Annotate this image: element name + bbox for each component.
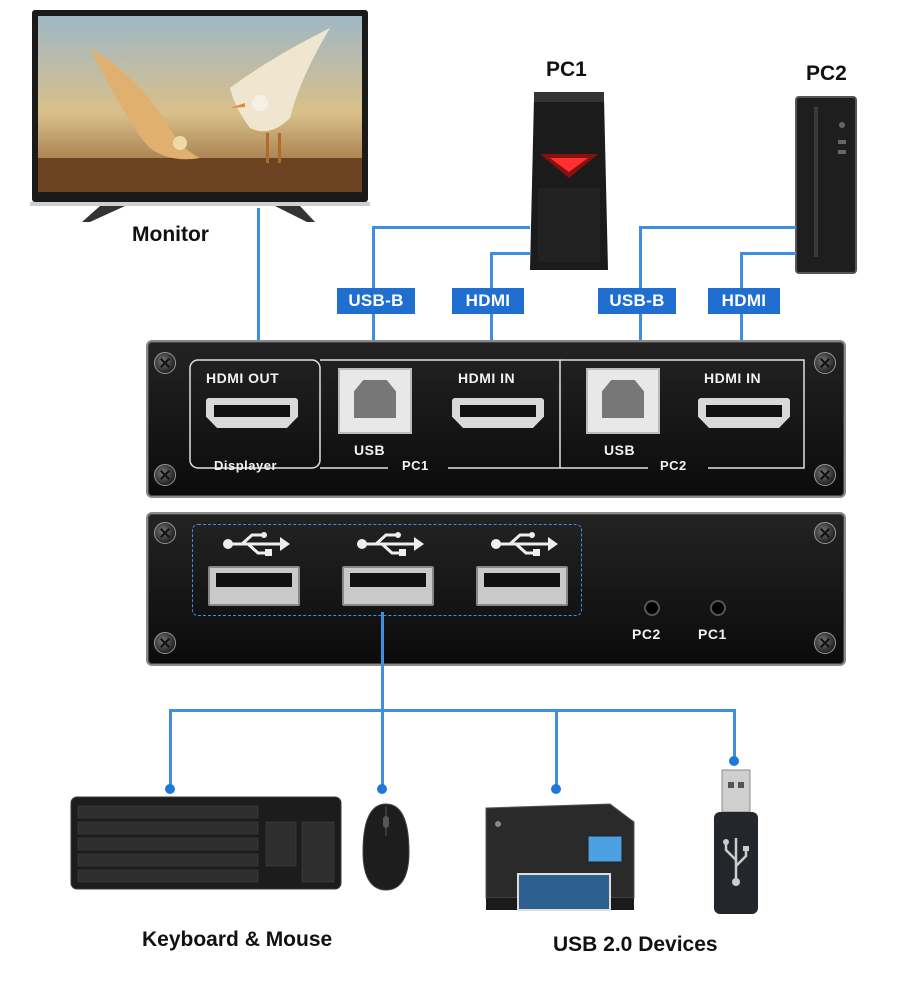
panel-group-outlines bbox=[189, 359, 805, 469]
displayer-label: Displayer bbox=[214, 458, 278, 473]
keyboard-connector-dot bbox=[165, 784, 175, 794]
pc1-group-label: PC1 bbox=[402, 458, 429, 473]
usb-hub-group bbox=[192, 524, 582, 616]
printer-connector-dot bbox=[551, 784, 561, 794]
pc1-label: PC1 bbox=[546, 58, 587, 81]
mouse bbox=[361, 802, 411, 892]
pc1-hdmi-in-port bbox=[452, 398, 544, 428]
usb-flash-drive bbox=[712, 768, 760, 916]
keyboard bbox=[70, 796, 342, 890]
pc1-led-label: PC1 bbox=[698, 626, 727, 642]
usb-drive-connector-dot bbox=[729, 756, 739, 766]
usb-icon bbox=[491, 532, 558, 556]
usb-devices-label: USB 2.0 Devices bbox=[553, 933, 718, 956]
pc1-tower bbox=[528, 88, 610, 274]
wire-monitor bbox=[257, 208, 260, 360]
screw-icon bbox=[814, 632, 836, 654]
tag-pc1-hdmi: HDMI bbox=[452, 288, 524, 314]
hdmi-out-label: HDMI OUT bbox=[206, 370, 280, 386]
screw-icon bbox=[154, 522, 176, 544]
screw-icon bbox=[154, 352, 176, 374]
pc2-usb-label: USB bbox=[604, 442, 636, 458]
usb-a-port-3 bbox=[476, 566, 568, 606]
keyboard-mouse-label: Keyboard & Mouse bbox=[142, 928, 333, 951]
wire-pc1-hdmi bbox=[490, 252, 530, 255]
pc2-hdmi-in-port bbox=[698, 398, 790, 428]
keyboard-illustration bbox=[70, 796, 342, 890]
mouse-illustration bbox=[362, 803, 410, 891]
mouse-connector-dot bbox=[377, 784, 387, 794]
pc1-usb-label: USB bbox=[354, 442, 386, 458]
printer-illustration bbox=[485, 803, 635, 911]
monitor bbox=[30, 8, 370, 228]
tag-pc2-hdmi: HDMI bbox=[708, 288, 780, 314]
wire-usb-hub bbox=[381, 612, 384, 790]
usb-a-port-2 bbox=[342, 566, 434, 606]
kvm-front-panel: HDMI OUT Displayer USB HDMI IN PC1 USB H… bbox=[146, 340, 846, 498]
pc1-led bbox=[710, 600, 726, 616]
pc2-tower bbox=[794, 95, 858, 275]
screw-icon bbox=[814, 522, 836, 544]
pc1-hdmi-in-label: HDMI IN bbox=[458, 370, 516, 386]
wire-pc1-usb bbox=[372, 226, 530, 229]
usb-icon bbox=[223, 532, 290, 556]
pc2-label: PC2 bbox=[806, 62, 847, 85]
pc2-group-label: PC2 bbox=[660, 458, 687, 473]
printer bbox=[478, 802, 638, 914]
usb-a-port-1 bbox=[208, 566, 300, 606]
screw-icon bbox=[814, 352, 836, 374]
monitor-label: Monitor bbox=[132, 223, 209, 246]
monitor-illustration bbox=[30, 10, 370, 222]
pc2-hdmi-in-label: HDMI IN bbox=[704, 370, 762, 386]
hdmi-out-port bbox=[206, 398, 298, 428]
usb-flash-drive-illustration bbox=[714, 769, 758, 914]
pc2-usb-b-port bbox=[586, 368, 660, 434]
screw-icon bbox=[814, 464, 836, 486]
usb-icon bbox=[357, 532, 424, 556]
pc2-led-label: PC2 bbox=[632, 626, 661, 642]
screw-icon bbox=[154, 632, 176, 654]
tag-pc2-usb: USB-B bbox=[598, 288, 676, 314]
kvm-back-panel: PC2 PC1 bbox=[146, 512, 846, 666]
tag-pc1-usb: USB-B bbox=[337, 288, 415, 314]
wire-peripheral-bus bbox=[169, 709, 735, 712]
pc2-tower-illustration bbox=[795, 96, 857, 274]
pc1-tower-illustration bbox=[530, 92, 608, 270]
pc1-usb-b-port bbox=[338, 368, 412, 434]
wire-pc2-hdmi bbox=[740, 252, 796, 255]
pc2-led bbox=[644, 600, 660, 616]
screw-icon bbox=[154, 464, 176, 486]
wire-pc2-usb bbox=[639, 226, 796, 229]
